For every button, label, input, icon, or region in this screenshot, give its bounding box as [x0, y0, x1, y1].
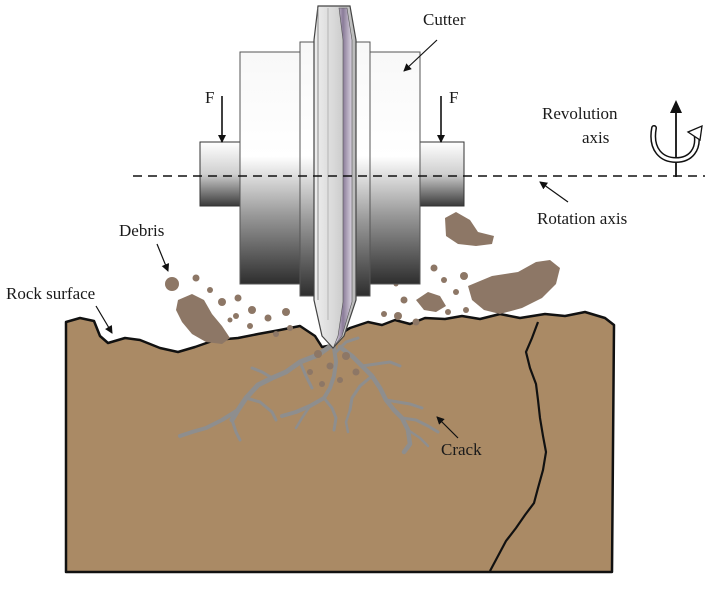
crack-label: Crack [441, 440, 482, 459]
force-left-label: F [205, 88, 214, 107]
rock-surface-label: Rock surface [6, 284, 95, 303]
revolution-axis-label-2: axis [582, 128, 609, 147]
revolution-axis-icon [650, 100, 703, 177]
debris-leader [156, 243, 170, 272]
debris-group [165, 212, 560, 344]
left-hub [239, 51, 305, 285]
revolution-axis-label-1: Revolution [542, 104, 618, 123]
rotation-axis-label: Rotation axis [537, 209, 627, 228]
cutter-assembly [199, 5, 465, 349]
vertical-crack-line [489, 321, 548, 572]
crack-network [178, 336, 440, 455]
right-shaft [417, 141, 465, 207]
rock-block [64, 310, 616, 574]
cutter-leader [403, 39, 438, 72]
force-right-label: F [449, 88, 458, 107]
left-shaft [199, 141, 245, 207]
debris-label: Debris [119, 221, 164, 240]
right-hub [367, 51, 421, 285]
subsurface-particles [307, 350, 360, 387]
rotation-axis-leader [539, 181, 569, 203]
cutter-edge [333, 7, 353, 347]
cutter-label: Cutter [423, 10, 466, 29]
crack-leader [436, 416, 459, 439]
rock-surface-leader [95, 305, 113, 334]
